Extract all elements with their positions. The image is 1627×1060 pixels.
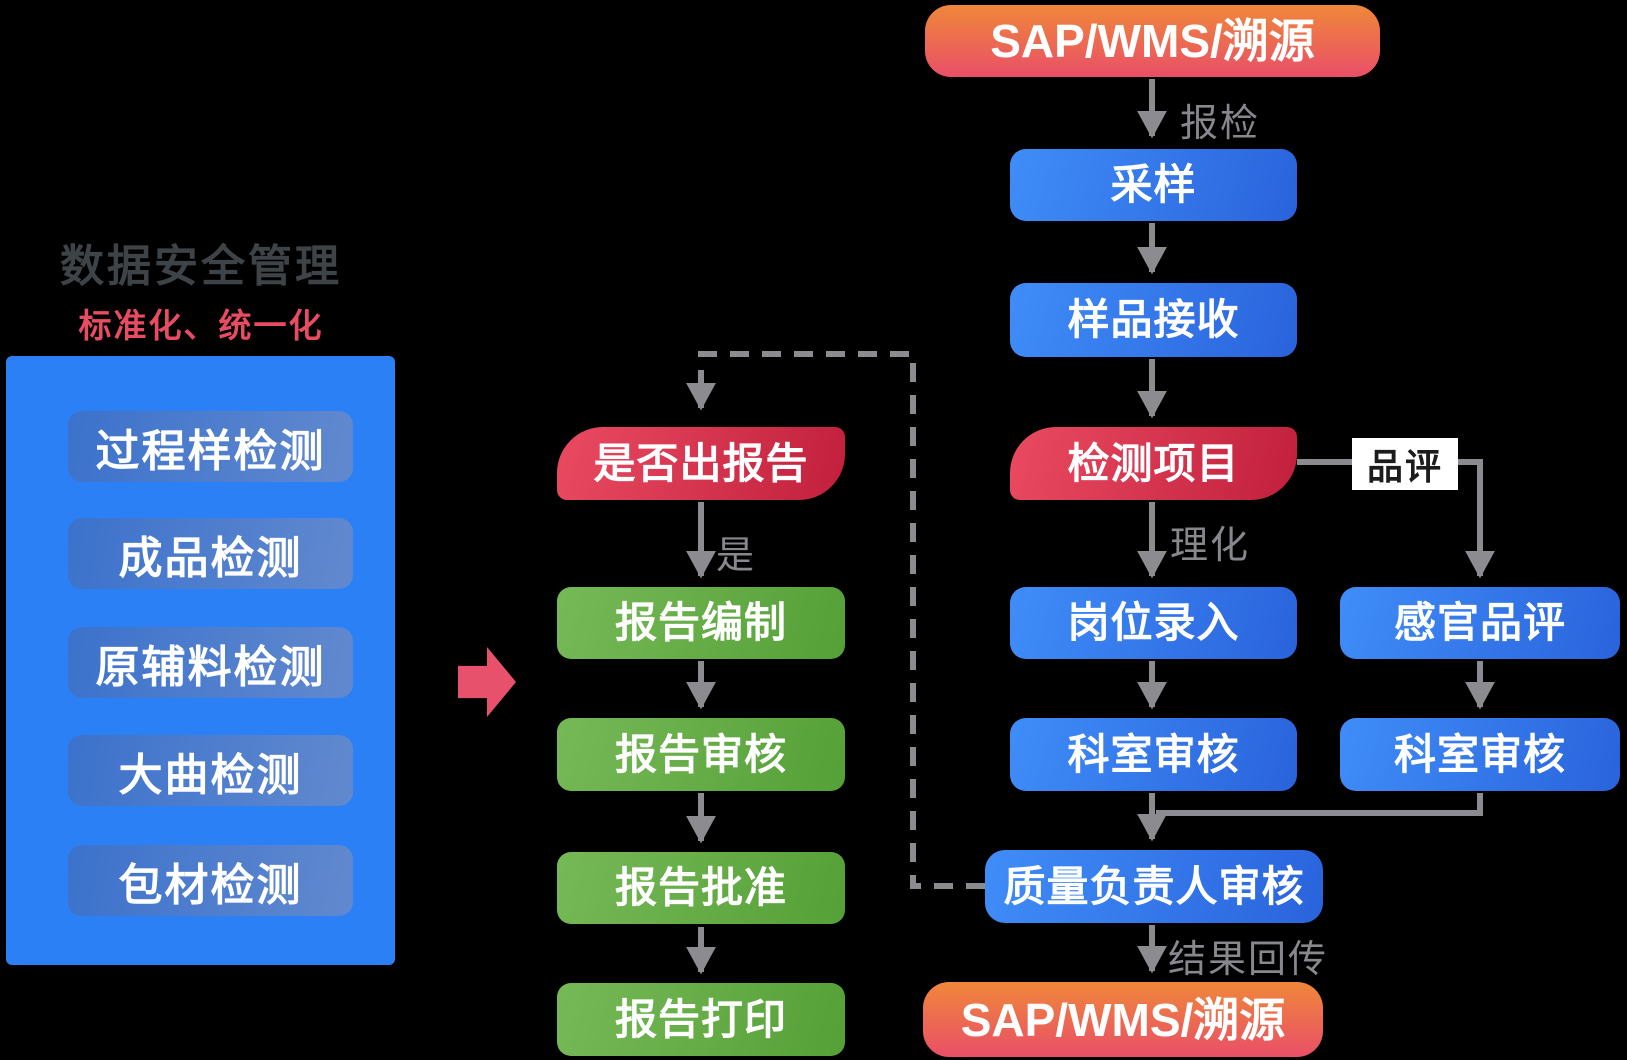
node-sensory-tasting: 感官品评 xyxy=(1340,587,1620,659)
node-report-print: 报告打印 xyxy=(557,983,845,1056)
edge-label-physchem: 理化 xyxy=(1170,525,1251,567)
node-sap-sink: SAP/WMS/溯源 xyxy=(923,982,1323,1057)
node-quality-review: 质量负责人审核 xyxy=(985,850,1323,923)
edge-rightdeptreview-merge xyxy=(1156,793,1483,816)
edge-quality-to-decision-dashed xyxy=(686,351,985,889)
left-panel-title: 数据安全管理 xyxy=(60,242,342,291)
pill-process-sample-test: 过程样检测 xyxy=(68,411,353,482)
node-sampling: 采样 xyxy=(1010,149,1297,221)
node-sample-receive: 样品接收 xyxy=(1010,283,1297,357)
pill-raw-material-test: 原辅料检测 xyxy=(68,627,353,698)
node-sap-source: SAP/WMS/溯源 xyxy=(925,5,1380,77)
node-dept-review-left: 科室审核 xyxy=(1010,718,1297,791)
pill-daqu-test: 大曲检测 xyxy=(68,735,353,806)
node-report-approve: 报告批准 xyxy=(557,852,845,924)
pill-finished-product-test: 成品检测 xyxy=(68,518,353,589)
edge-label-yes: 是 xyxy=(716,535,757,577)
node-dept-review-right: 科室审核 xyxy=(1340,718,1620,791)
edge-label-result-return: 结果回传 xyxy=(1168,939,1329,981)
node-report-review: 报告审核 xyxy=(557,718,845,791)
edge-label-tasting: 品评 xyxy=(1352,438,1458,490)
node-post-entry: 岗位录入 xyxy=(1010,587,1297,659)
edge-label-submit-inspection: 报检 xyxy=(1180,103,1261,145)
left-panel-subtitle: 标准化、统一化 xyxy=(78,307,324,344)
node-test-items: 检测项目 xyxy=(1010,427,1297,500)
pill-packaging-test: 包材检测 xyxy=(68,845,353,916)
node-decision-report: 是否出报告 xyxy=(557,427,845,500)
node-report-compile: 报告编制 xyxy=(557,587,845,659)
